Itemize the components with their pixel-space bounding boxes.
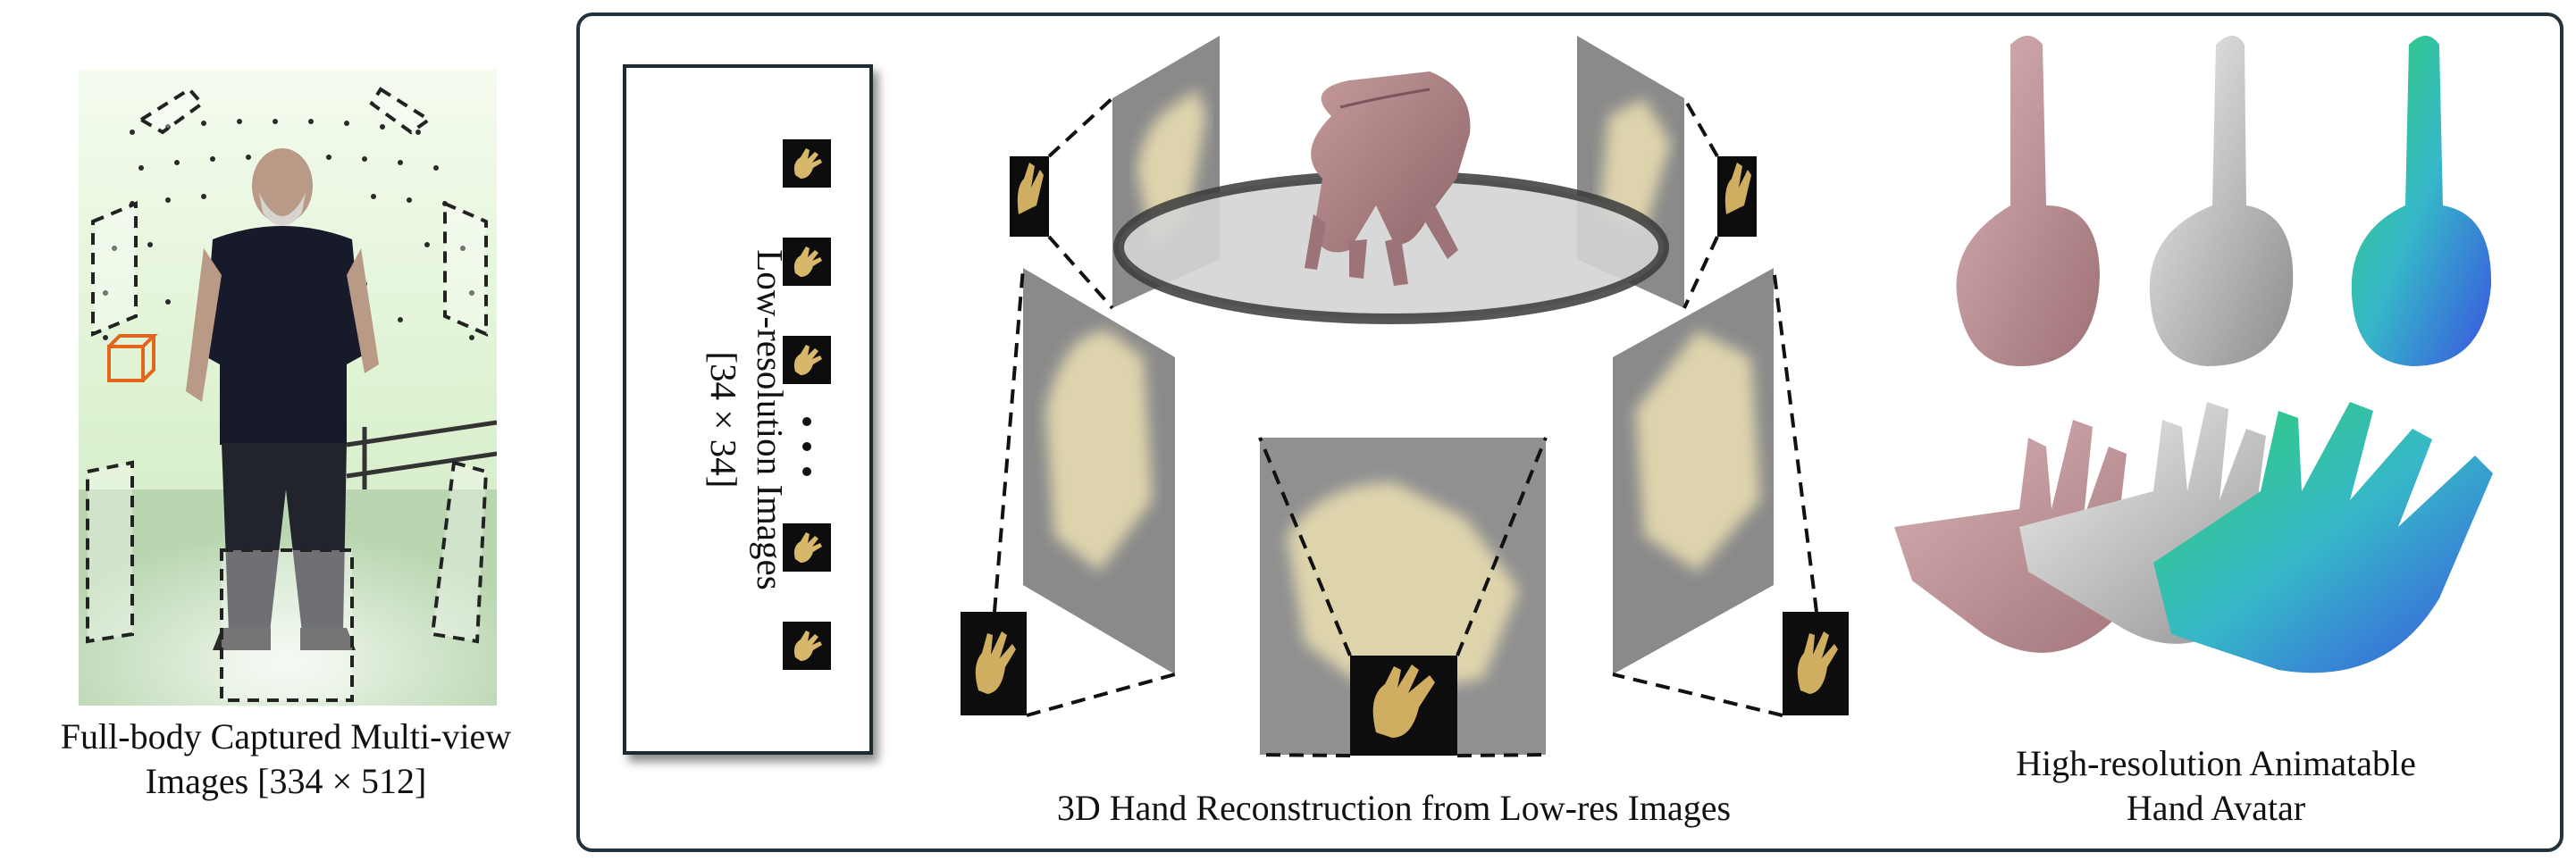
view-image-front bbox=[1350, 656, 1457, 756]
view-image-left bbox=[961, 612, 1027, 715]
projection-plane-left bbox=[1023, 268, 1175, 674]
view-image-top-left bbox=[1010, 156, 1049, 237]
capture-caption-line2: Images [334 × 512] bbox=[145, 761, 427, 801]
lowres-thumbnail bbox=[783, 139, 831, 188]
reconstructed-3d-hand bbox=[1305, 71, 1471, 286]
lowres-images-box bbox=[623, 64, 873, 755]
lowres-thumbnail bbox=[783, 523, 831, 572]
view-image-right bbox=[1783, 612, 1849, 715]
capture-caption: Full-body Captured Multi-view Images [33… bbox=[0, 715, 572, 804]
avatar-caption-line1: High-resolution Animatable bbox=[2016, 743, 2416, 783]
capture-panel: Full-body Captured Multi-view Images [33… bbox=[0, 0, 572, 861]
capture-caption-line1: Full-body Captured Multi-view bbox=[60, 716, 512, 757]
lowres-thumbnail bbox=[783, 336, 831, 384]
projection-lines bbox=[993, 96, 1818, 757]
person-figure bbox=[186, 148, 379, 650]
camera-rig bbox=[346, 420, 497, 489]
hand-avatar-renders bbox=[1894, 36, 2493, 673]
calibration-dots bbox=[103, 119, 474, 340]
full-body-capture-image bbox=[79, 70, 497, 706]
lowres-thumbnail-column bbox=[783, 139, 831, 670]
lowres-label-line2: [34 × 34] bbox=[703, 351, 744, 489]
lowres-thumbnail bbox=[783, 238, 831, 286]
projection-plane-right bbox=[1613, 268, 1774, 674]
avatar-caption-line2: Hand Avatar bbox=[2126, 788, 2306, 828]
pointing-hand-normals bbox=[2351, 36, 2492, 366]
pointing-hand-geometry bbox=[2149, 36, 2294, 366]
camera-view-regions bbox=[86, 87, 489, 702]
pipeline-frame bbox=[576, 13, 2563, 852]
ellipsis-dots bbox=[802, 417, 811, 476]
view-image-top-right bbox=[1717, 156, 1757, 237]
pointing-hand-skin bbox=[1956, 36, 2100, 366]
open-hand-normals bbox=[2153, 402, 2493, 673]
marker-cube bbox=[107, 334, 158, 382]
lowres-thumbnail bbox=[783, 622, 831, 670]
reconstruction-caption: 3D Hand Reconstruction from Low-res Imag… bbox=[1056, 788, 1732, 828]
reconstruction-diagram bbox=[961, 36, 1849, 757]
avatar-caption: High-resolution Animatable Hand Avatar bbox=[1885, 741, 2547, 831]
